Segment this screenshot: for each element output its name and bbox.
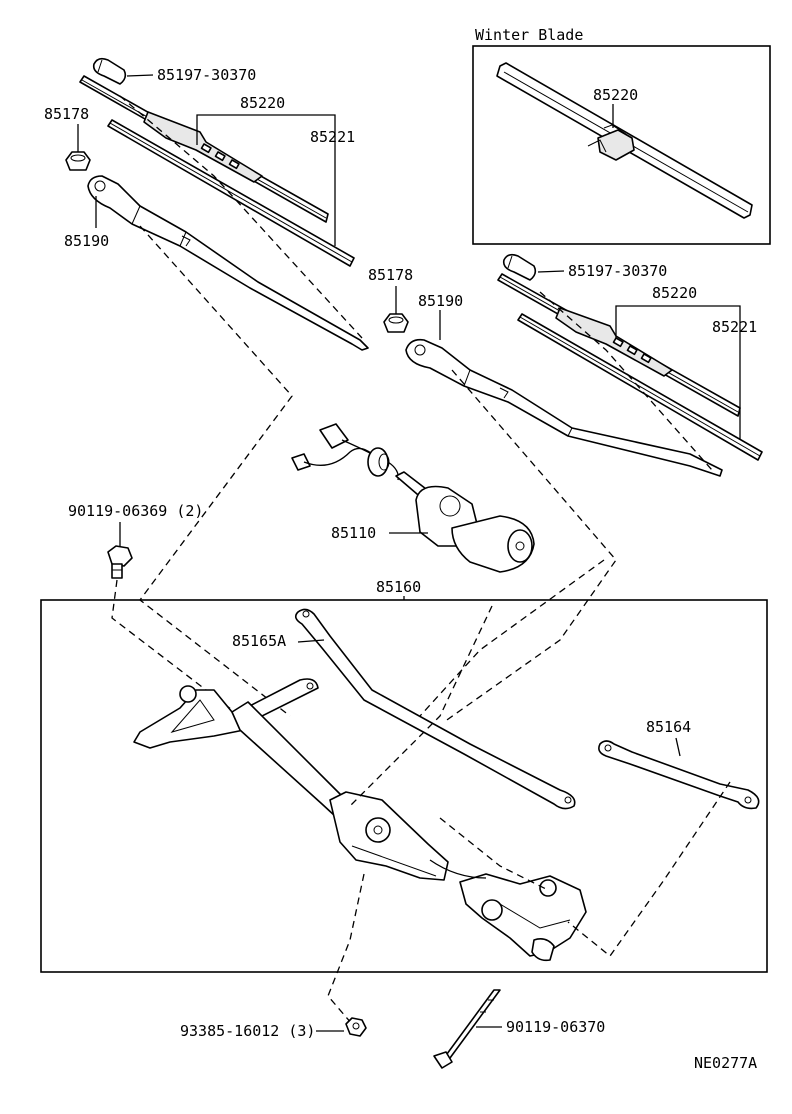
drawing-code: NE0277A <box>694 1054 757 1072</box>
link-rod-85165a[interactable] <box>294 608 576 810</box>
right-wiper-group: 85197-30370 85220 85221 85178 <box>368 253 763 723</box>
winter-blade-box: Winter Blade 85220 <box>472 26 771 245</box>
left-arm-label: 85190 <box>64 232 109 250</box>
right-arm-nut[interactable] <box>383 313 409 333</box>
left-wiper-group: 85197-30370 85220 85221 85178 <box>44 57 369 717</box>
left-blade-cap[interactable] <box>92 57 127 85</box>
motor-label: 85110 <box>331 524 376 542</box>
nut-bottom-label: 93385-16012 (3) <box>180 1022 315 1040</box>
winter-blade-title: Winter Blade <box>475 26 583 44</box>
left-cap-label: 85197-30370 <box>157 66 256 84</box>
winter-blade-label: 85220 <box>593 86 638 104</box>
right-cap-label: 85197-30370 <box>568 262 667 280</box>
right-arm-label: 85190 <box>418 292 463 310</box>
left-wiper-refill[interactable] <box>107 119 355 267</box>
left-wiper-arm[interactable] <box>87 175 369 351</box>
bolt-top-label: 90119-06369 (2) <box>68 502 203 520</box>
link-rod-2-label: 85164 <box>646 718 691 736</box>
right-nut-label: 85178 <box>368 266 413 284</box>
mounting-bolt-top[interactable] <box>107 545 133 579</box>
left-blade-label: 85220 <box>240 94 285 112</box>
linkage-assy-label: 85160 <box>376 578 421 596</box>
wiper-motor[interactable] <box>291 423 535 573</box>
right-wiper-refill[interactable] <box>517 313 763 461</box>
winter-blade[interactable] <box>496 62 753 219</box>
link-rod-1-label: 85165A <box>232 632 286 650</box>
left-nut-label: 85178 <box>44 105 89 123</box>
right-wiper-blade[interactable] <box>497 273 741 417</box>
right-blade-label: 85220 <box>652 284 697 302</box>
left-refill-label: 85221 <box>310 128 355 146</box>
linkage-frame[interactable] <box>133 678 587 962</box>
mounting-bolt-bottom[interactable] <box>433 989 501 1069</box>
link-rod-85164[interactable] <box>598 740 760 810</box>
linkage-assembly-frame <box>40 599 768 973</box>
right-wiper-arm[interactable] <box>405 338 723 477</box>
left-arm-nut[interactable] <box>65 151 91 171</box>
winter-blade-frame <box>472 45 771 245</box>
mounting-nut-bottom[interactable] <box>345 1017 367 1037</box>
bolt-bottom-label: 90119-06370 <box>506 1018 605 1036</box>
right-refill-label: 85221 <box>712 318 757 336</box>
left-wiper-blade[interactable] <box>79 75 329 223</box>
right-blade-cap[interactable] <box>502 253 537 281</box>
